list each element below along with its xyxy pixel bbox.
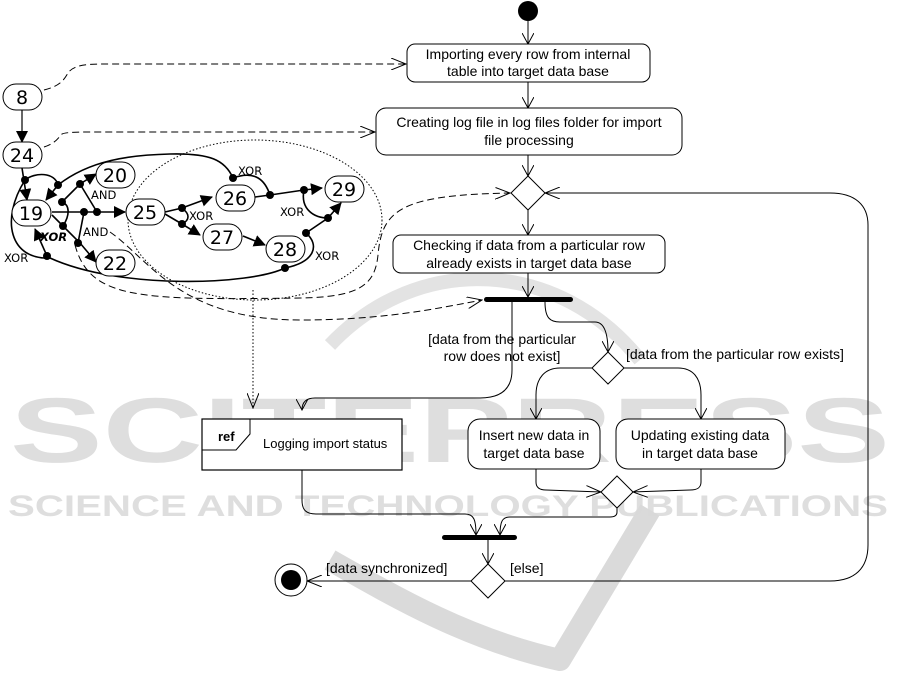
action-creating-log-line1: Creating log file in log files folder fo… <box>396 114 661 130</box>
node-24-label: 24 <box>10 145 34 167</box>
flow-ref-join <box>301 470 476 535</box>
flow-merge-join <box>500 508 618 535</box>
action-checking-line2: already exists in target data base <box>426 255 632 271</box>
guard-synchronized: [data synchronized] <box>326 560 447 576</box>
edge-and-upper <box>79 183 98 213</box>
node-24[interactable]: 24 <box>2 141 43 169</box>
action-insert-line2: target data base <box>483 445 584 461</box>
action-creating-log[interactable]: Creating log file in log files folder fo… <box>375 107 683 156</box>
decision-final <box>470 563 506 599</box>
link-graph-fork <box>109 231 482 321</box>
flow-decision-update <box>624 367 701 419</box>
final-node <box>274 563 308 597</box>
ref-frame-logging[interactable]: ref Logging import status <box>201 418 403 471</box>
activity-flow: Importing every row from internal table … <box>201 1 869 599</box>
node-19-label: 19 <box>19 203 43 225</box>
node-26-label: 26 <box>223 188 247 210</box>
watermark-swoosh <box>324 272 646 365</box>
operator-xor-29: XOR <box>280 205 304 219</box>
watermark-sub: SCIENCE AND TECHNOLOGY PUBLICATIONS <box>8 490 888 523</box>
edge-xor-28-loop <box>284 232 315 269</box>
fork-bar-1 <box>484 297 573 302</box>
operator-xor-bold: XOR <box>39 230 67 244</box>
operator-and-lower: AND <box>83 225 108 239</box>
node-26[interactable]: 26 <box>215 184 256 212</box>
node-25[interactable]: 25 <box>125 198 166 226</box>
edge-xor-29-loop <box>302 189 329 219</box>
action-checking[interactable]: Checking if data from a particular row a… <box>392 234 666 274</box>
guard-not-exist-line2: row does not exist] <box>444 348 561 364</box>
connector-dots <box>21 174 332 272</box>
guard-exists: [data from the particular row exists] <box>626 346 844 362</box>
edge-and-lower <box>77 211 85 244</box>
node-28[interactable]: 28 <box>265 235 306 263</box>
guard-not-exist-line1: [data from the particular <box>428 331 576 347</box>
guard-else: [else] <box>510 560 543 576</box>
decision-exists <box>591 351 625 385</box>
decision-loop <box>510 175 546 211</box>
node-20[interactable]: 20 <box>95 161 136 189</box>
node-20-label: 20 <box>103 165 127 187</box>
node-8-label: 8 <box>16 87 28 109</box>
action-updating-line2: in target data base <box>642 445 758 461</box>
edge-27-28 <box>242 235 266 247</box>
edge-outer-loop <box>10 179 286 283</box>
edge-outer-top <box>57 153 234 186</box>
edge-xor-back-19 <box>33 228 48 257</box>
operator-and-upper: AND <box>91 188 116 202</box>
initial-node <box>518 1 538 21</box>
action-checking-line1: Checking if data from a particular row <box>413 237 646 253</box>
flow-decision-insert <box>536 367 592 419</box>
flow-update-merge <box>633 469 702 492</box>
join-bar <box>442 535 517 540</box>
node-28-label: 28 <box>273 239 297 261</box>
operator-xor-28: XOR <box>315 249 339 263</box>
link-graph-decision <box>74 193 510 300</box>
link-8-importing <box>43 64 406 91</box>
flow-fork-decision <box>544 301 608 352</box>
node-27[interactable]: 27 <box>202 223 243 251</box>
node-25-label: 25 <box>133 202 157 224</box>
operator-xor-25: XOR <box>189 209 213 223</box>
flow-else-return <box>545 193 869 582</box>
action-updating-line1: Updating existing data <box>631 427 770 443</box>
edge-24-19 <box>19 167 32 201</box>
flow-insert-merge <box>535 469 601 492</box>
node-29-label: 29 <box>332 179 356 201</box>
watermark-v-mark <box>324 504 660 671</box>
node-22[interactable]: 22 <box>95 249 136 277</box>
node-27-label: 27 <box>210 227 234 249</box>
process-graph: 8 24 19 20 22 25 26 27 <box>2 64 510 408</box>
action-importing-line2: table into target data base <box>447 63 609 79</box>
link-24-creating <box>43 132 375 148</box>
node-22-label: 22 <box>103 253 127 275</box>
action-creating-log-line2: file processing <box>484 132 574 148</box>
action-insert[interactable]: Insert new data in target data base <box>467 418 601 470</box>
node-29[interactable]: 29 <box>324 175 365 203</box>
edge-loopback-19 <box>24 173 59 201</box>
ref-frame-label: Logging import status <box>263 436 388 451</box>
edge-26-29 <box>254 183 323 198</box>
ref-frame-tag: ref <box>218 429 235 444</box>
action-importing[interactable]: Importing every row from internal table … <box>406 43 651 83</box>
node-19[interactable]: 19 <box>11 199 52 227</box>
action-updating[interactable]: Updating existing data in target data ba… <box>615 418 786 470</box>
action-insert-line1: Insert new data in <box>479 427 590 443</box>
operator-xor-left: XOR <box>4 251 28 265</box>
node-8[interactable]: 8 <box>2 83 43 111</box>
subprocess-ellipse <box>127 139 383 301</box>
action-importing-line1: Importing every row from internal <box>426 46 631 62</box>
operator-xor-26: XOR <box>238 164 262 178</box>
flow-not-exist-ref <box>302 302 513 410</box>
